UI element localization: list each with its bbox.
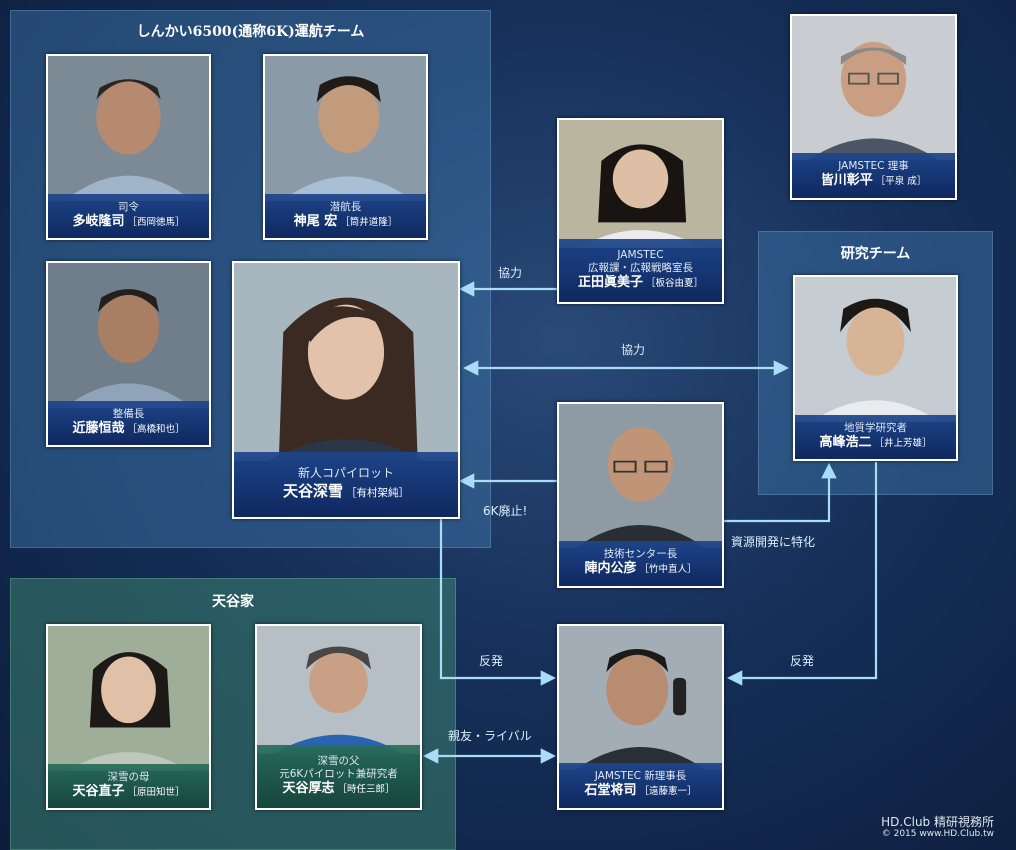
portrait-photo: [559, 404, 722, 548]
portrait-photo: [795, 277, 956, 422]
label-jinnai-miyuki: 6K廃止!: [483, 504, 528, 518]
card-jinnai: 技術センター長 陣内公彦［竹中直人］: [557, 402, 724, 588]
portrait-photo: [234, 263, 458, 461]
portrait-photo: [48, 56, 209, 201]
name: 天谷直子: [72, 783, 125, 799]
arrow-jinnai-to-takamine: [724, 462, 837, 523]
card-shoda: JAMSTEC 広報課・広報戦略室長 正田眞美子［板谷由夏］: [557, 118, 724, 304]
name: 天谷厚志: [282, 780, 335, 796]
name: 正田眞美子: [577, 274, 643, 290]
label-atsushi-ishido: 親友・ライバル: [448, 729, 532, 743]
role: 司令: [118, 200, 139, 213]
actor: ［時任三郎］: [337, 783, 395, 795]
card-taki: 司令 多岐隆司［西岡徳馬］: [46, 54, 211, 240]
actor: ［高橋和也］: [127, 423, 185, 435]
caption: 整備長 近藤恒哉［高橋和也］: [48, 401, 209, 445]
portrait-photo: [792, 16, 955, 160]
role: 潜航長: [329, 200, 362, 213]
label-miyuki-takamine: 協力: [621, 343, 646, 357]
caption: JAMSTEC 広報課・広報戦略室長 正田眞美子［板谷由夏］: [559, 239, 722, 302]
caption: 地質学研究者 高峰浩二［井上芳雄］: [795, 415, 956, 459]
name: 多岐隆司: [72, 213, 125, 229]
role: 新人コパイロット: [297, 466, 394, 480]
card-atsushi: 深雪の父 元6Kパイロット兼研究者 天谷厚志［時任三郎］: [255, 624, 422, 810]
actor: ［板谷由夏］: [646, 277, 704, 289]
portrait-photo: [559, 120, 722, 248]
caption: 技術センター長 陣内公彦［竹中直人］: [559, 541, 722, 586]
actor: ［遠藤憲一］: [639, 786, 697, 797]
credit: HD.Club 精研視務所 © 2015 www.HD.Club.tw: [881, 815, 994, 840]
card-kamio: 潜航長 神尾 宏［筒井道隆］: [263, 54, 428, 240]
portrait-photo: [265, 56, 426, 201]
role: 技術センター長: [603, 548, 678, 560]
role: 深雪の父 元6Kパイロット兼研究者: [279, 754, 398, 780]
card-kondo: 整備長 近藤恒哉［高橋和也］: [46, 261, 211, 447]
arrow-takamine-to-ishido: [726, 462, 878, 686]
name: 高峰浩二: [819, 434, 872, 450]
role: 地質学研究者: [844, 421, 907, 434]
card-naoko: 深雪の母 天谷直子［原田知世］: [46, 624, 211, 810]
actor: ［筒井道隆］: [340, 216, 398, 228]
caption: JAMSTEC 新理事長 石堂将司［遠藤憲一］: [559, 763, 722, 808]
caption: JAMSTEC 理事 皆川彰平［平泉 成］: [792, 153, 955, 198]
actor: ［原田知世］: [127, 786, 185, 798]
caption: 深雪の母 天谷直子［原田知世］: [48, 764, 209, 808]
portrait-photo: [48, 263, 209, 408]
name: 皆川彰平: [820, 173, 873, 188]
name: 神尾 宏: [293, 213, 338, 229]
name: 天谷深雪: [282, 482, 343, 500]
actor: ［有村架純］: [346, 487, 409, 499]
research-team-title: 研究チーム: [840, 246, 911, 262]
arrow-miyuki-to-ishido: [439, 519, 557, 686]
role: JAMSTEC 広報課・広報戦略室長: [588, 248, 693, 274]
sub-team-title: しんかい6500(通称6K)運航チーム: [136, 24, 365, 40]
portrait-photo: [559, 626, 722, 770]
card-miyuki: 新人コパイロット 天谷深雪［有村架純］: [232, 261, 460, 519]
role: JAMSTEC 理事: [838, 160, 909, 172]
label-takamine-ishido: 反発: [790, 654, 815, 668]
caption: 新人コパイロット 天谷深雪［有村架純］: [234, 452, 458, 517]
role: JAMSTEC 新理事長: [594, 770, 687, 782]
credit-line-2: © 2015 www.HD.Club.tw: [881, 829, 994, 839]
role: 整備長: [112, 407, 145, 420]
portrait-photo: [257, 626, 420, 754]
role: 深雪の母: [107, 770, 150, 783]
card-minagawa: JAMSTEC 理事 皆川彰平［平泉 成］: [790, 14, 957, 200]
label-shoda-miyuki: 協力: [498, 266, 523, 280]
caption: 司令 多岐隆司［西岡徳馬］: [48, 194, 209, 238]
label-jinnai-takamine: 資源開発に特化: [731, 535, 816, 549]
label-miyuki-ishido: 反発: [479, 654, 504, 668]
name: 近藤恒哉: [72, 420, 125, 436]
actor: ［平泉 成］: [875, 176, 927, 187]
actor: ［西岡徳馬］: [127, 216, 185, 228]
card-ishido: JAMSTEC 新理事長 石堂将司［遠藤憲一］: [557, 624, 724, 810]
actor: ［竹中直人］: [639, 564, 697, 575]
credit-line-1: HD.Club 精研視務所: [881, 815, 994, 829]
caption: 潜航長 神尾 宏［筒井道隆］: [265, 194, 426, 238]
portrait-photo: [48, 626, 209, 771]
caption: 深雪の父 元6Kパイロット兼研究者 天谷厚志［時任三郎］: [257, 745, 420, 808]
name: 陣内公彦: [584, 561, 637, 576]
card-takamine: 地質学研究者 高峰浩二［井上芳雄］: [793, 275, 958, 461]
name: 石堂将司: [584, 783, 637, 798]
actor: ［井上芳雄］: [874, 437, 932, 449]
family-title: 天谷家: [212, 594, 254, 610]
